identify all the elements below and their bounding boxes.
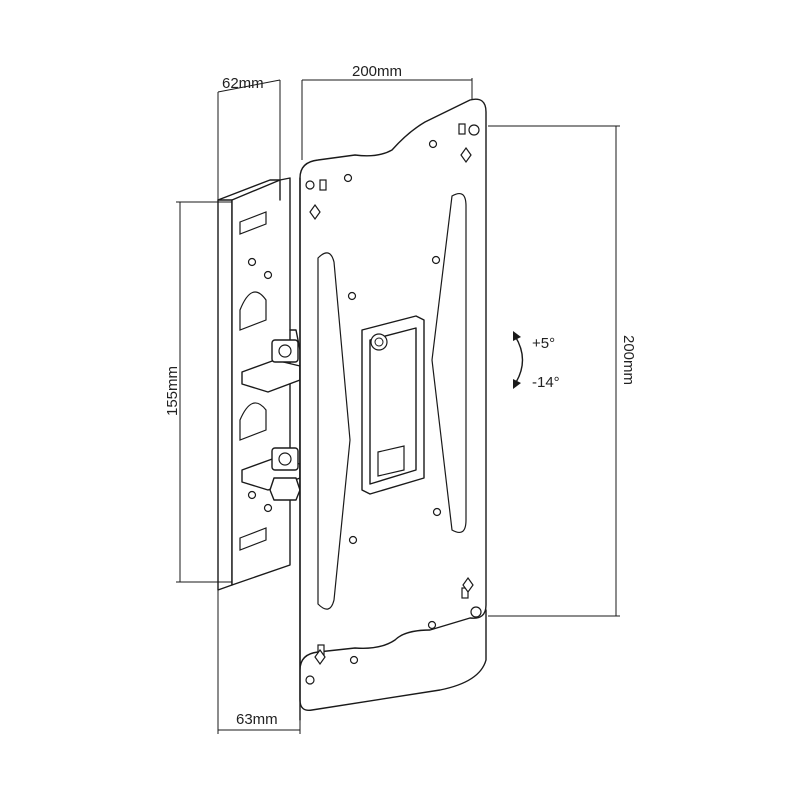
tilt-indicator: +5° -14° [513, 331, 560, 391]
tilt-down-label: -14° [532, 374, 560, 391]
dimension-62mm: 62mm [217, 75, 281, 200]
vesa-plate [299, 98, 487, 721]
dimension-200mm-height: 200mm [488, 125, 637, 617]
dimension-label-62mm: 62mm [222, 75, 264, 92]
tilt-up-label: +5° [532, 335, 555, 352]
dimension-label-200mm-width: 200mm [352, 63, 402, 80]
hinge-assembly [241, 329, 301, 501]
dimension-63mm: 63mm [217, 590, 301, 734]
arrow-up-icon [513, 331, 521, 341]
dimension-label-155mm: 155mm [164, 366, 181, 416]
dimension-200mm-width: 200mm [301, 63, 473, 160]
arrow-down-icon [513, 379, 521, 389]
dimension-label-63mm: 63mm [236, 711, 278, 728]
tilt-arc-icon [514, 335, 524, 385]
dimension-155mm: 155mm [164, 201, 232, 583]
dimension-label-200mm-height: 200mm [620, 335, 637, 385]
